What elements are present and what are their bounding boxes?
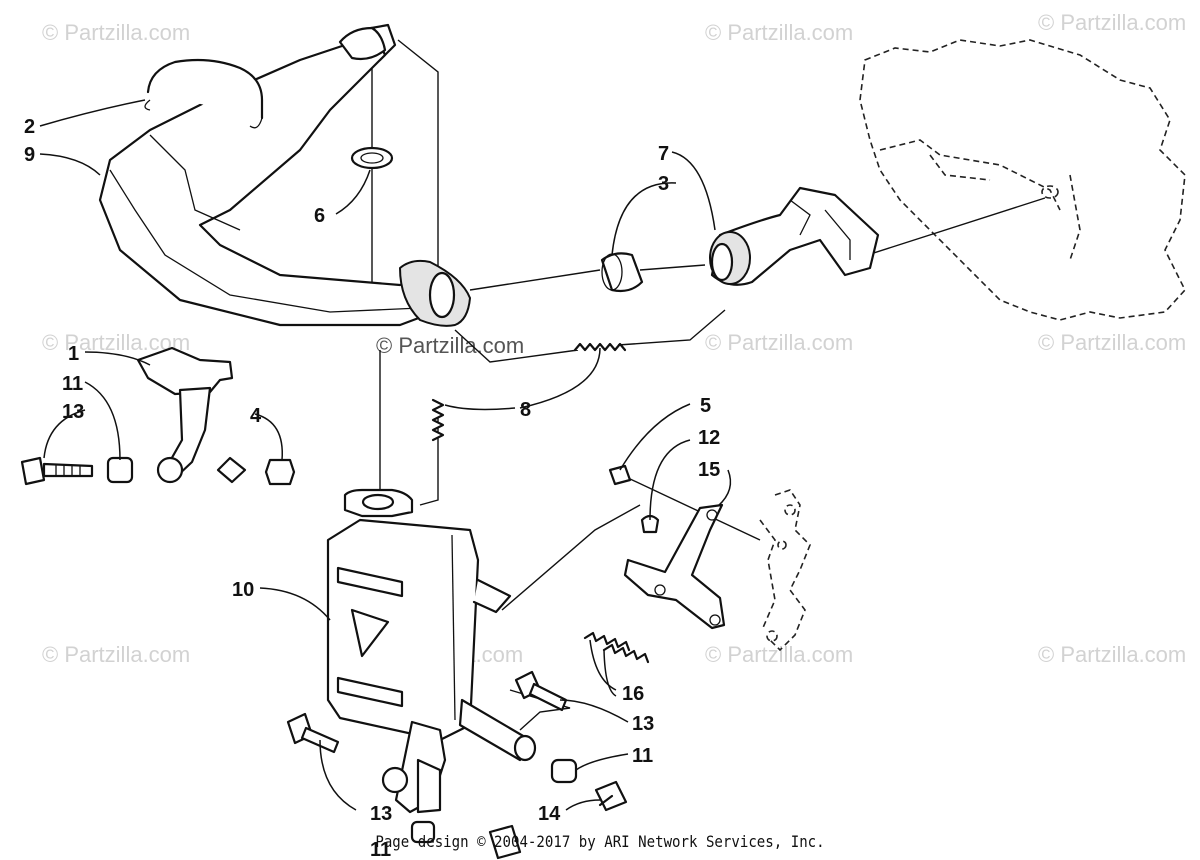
upper-mount-hardware: [20, 386, 296, 486]
callout-13: 13: [62, 401, 84, 423]
watermark: © Partzilla.com: [705, 330, 853, 355]
callout-13: 13: [370, 803, 392, 825]
callout-3: 3: [658, 173, 669, 195]
exhaust-manifold: [709, 186, 880, 286]
callout-2: 2: [24, 116, 35, 138]
callout-10: 10: [232, 579, 254, 601]
callout-8: 8: [520, 399, 531, 421]
callout-4: 4: [250, 405, 262, 427]
watermark: © Partzilla.com: [705, 20, 853, 45]
watermark: © Partzilla.com: [1038, 642, 1186, 667]
leader-lines: [39, 99, 732, 811]
rear-bracket-assembly: [583, 464, 726, 664]
callout-11: 11: [370, 839, 391, 860]
watermark: © Partzilla.com: [1038, 10, 1186, 35]
callout-14: 14: [538, 803, 561, 825]
heat-shield: [136, 346, 234, 396]
springs: [431, 342, 627, 442]
callout-11: 11: [632, 745, 653, 767]
watermark: © Partzilla.com: [376, 333, 524, 358]
silencer-canister: [326, 488, 537, 814]
copyright-footer: Page design © 2004-2017 by ARI Network S…: [375, 832, 825, 851]
watermark: © Partzilla.com: [42, 20, 190, 45]
seal-ring: [600, 252, 644, 293]
grommet: [350, 146, 394, 170]
callout-9: 9: [24, 144, 35, 166]
callout-13: 13: [632, 713, 654, 735]
callout-16: 16: [622, 683, 644, 705]
callout-labels: 2 9 6 7 3 1 11 13 4 8 5 12 15 10 16 13 1…: [24, 116, 720, 860]
frame-outline: [759, 489, 811, 652]
callout-6: 6: [314, 205, 325, 227]
watermark: © Partzilla.com: [1038, 330, 1186, 355]
callout-12: 12: [698, 427, 720, 449]
expansion-chamber: [98, 23, 471, 327]
watermark: © Partzilla.com: [42, 642, 190, 667]
callout-1: 1: [68, 343, 79, 365]
engine-outline: [859, 39, 1186, 321]
callout-11: 11: [62, 373, 83, 395]
spring-hooks: [144, 58, 264, 129]
watermark: © Partzilla.com: [705, 642, 853, 667]
assembly-lines: [371, 39, 1046, 731]
callout-15: 15: [698, 459, 720, 481]
callout-5: 5: [700, 395, 711, 417]
callout-7: 7: [658, 143, 669, 165]
